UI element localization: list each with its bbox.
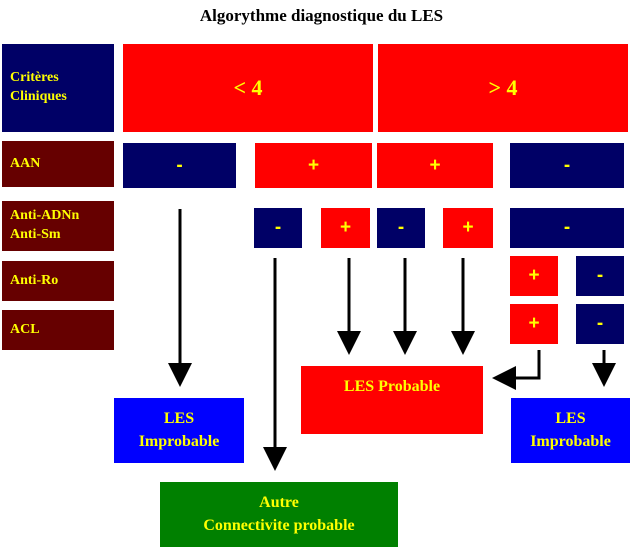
anti-adn-positive-box-2: + <box>443 208 493 248</box>
acl-negative-box: - <box>576 304 624 344</box>
result-autre-connectivite: Autre Connectivite probable <box>160 482 398 547</box>
anti-adn-negative-box-1: - <box>254 208 302 248</box>
anti-adn-negative-box-2: - <box>377 208 425 248</box>
row-label-anti-adn: Anti-ADNn Anti-Sm <box>2 201 114 251</box>
page-title: Algorythme diagnostique du LES <box>199 6 444 25</box>
result-les-probable: LES Probable <box>301 366 483 434</box>
aan-negative-box-1: - <box>123 143 236 188</box>
aan-negative-box-2: - <box>510 143 624 188</box>
row-label-acl: ACL <box>2 310 114 350</box>
criteria-low-box: < 4 <box>123 44 373 132</box>
anti-ro-negative-box: - <box>576 256 624 296</box>
aan-positive-box-2: + <box>377 143 493 188</box>
anti-adn-positive-box-1: + <box>321 208 370 248</box>
row-label-anti-ro: Anti-Ro <box>2 261 114 301</box>
anti-adn-negative-box-3: - <box>510 208 624 248</box>
acl-positive-box: + <box>510 304 558 344</box>
result-les-improbable-right: LES Improbable <box>511 398 630 463</box>
anti-ro-positive-box: + <box>510 256 558 296</box>
row-label-criteria: Critères Cliniques <box>2 44 114 132</box>
criteria-high-box: > 4 <box>378 44 628 132</box>
aan-positive-box-1: + <box>255 143 372 188</box>
arrow-acl-pos-to-probable <box>492 350 541 390</box>
result-les-improbable-left: LES Improbable <box>114 398 244 463</box>
row-label-aan: AAN <box>2 141 114 187</box>
